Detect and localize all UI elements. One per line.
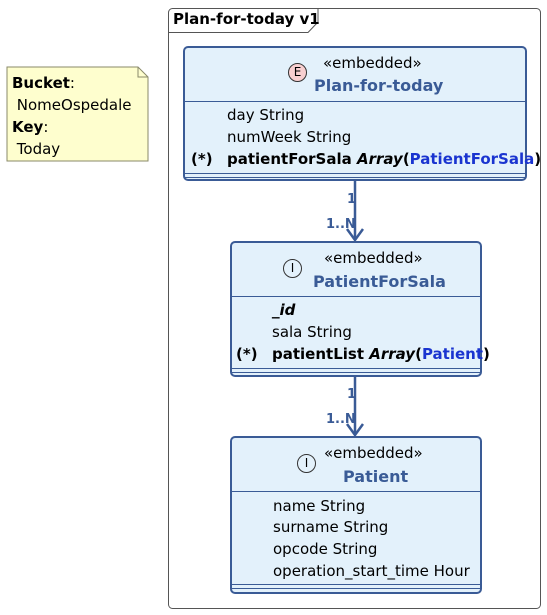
entity-separator [185,173,525,174]
entity-separator [232,296,480,297]
note: Bucket: NomeOspedale Key: Today [6,66,149,162]
entity-separator [185,101,525,102]
entity-separator [232,368,480,369]
entity-separator [232,588,480,589]
entity-stereotype: «embedded» [323,54,422,72]
field-required-marker: (*) [236,345,258,363]
field-row: numWeek String [227,128,352,146]
field-row: _id [272,301,296,319]
field-required-marker: (*) [191,150,213,168]
arrowhead-1 [345,228,365,243]
entity-separator [232,491,480,492]
entity-name: Plan-for-today [314,76,444,95]
entity-badge-i-icon: I [283,259,302,278]
field-row: patientForSala Array(PatientForSala) [227,150,542,168]
note-shape [6,66,149,162]
type-ref-link: PatientForSala [409,150,535,168]
arrowhead-2 [345,423,365,438]
entity-separator [185,177,525,178]
link-1-to-mult: 1..N [326,217,356,232]
link-2-from-mult: 1 [347,387,357,402]
entity-separator [232,372,480,373]
note-key-key: Key [12,118,44,136]
entity-name: PatientForSala [313,272,446,291]
note-key-value: Today [16,140,61,158]
entity-stereotype: «embedded» [324,444,423,462]
entity-patient[interactable]: I «embedded» Patient name String surname… [230,436,482,594]
package-title: Plan-for-today v1 [173,10,320,28]
note-bucket-value: NomeOspedale [16,96,132,114]
field-row: surname String [273,518,389,536]
package-frame: Plan-for-today v1 [168,8,541,609]
entity-separator [232,584,480,585]
entity-stereotype: «embedded» [324,249,423,267]
field-row: operation_start_time Hour [273,562,470,580]
entity-name: Patient [343,467,409,486]
type-ref-link: Patient [421,345,483,363]
entity-badge-i-icon: I [297,454,316,473]
field-row: opcode String [273,540,378,558]
entity-patientforsala[interactable]: I «embedded» PatientForSala _id sala Str… [230,241,490,377]
field-row: name String [273,497,366,515]
package-outline [168,8,541,609]
field-row: sala String [272,323,352,341]
field-row: patientList Array(Patient) [272,345,490,363]
field-row: day String [227,106,305,124]
link-2-to-mult: 1..N [326,412,356,427]
entity-plan-for-today[interactable]: E «embedded» Plan-for-today day String n… [183,46,541,181]
note-text: Bucket: NomeOspedale Key: Today [12,74,132,158]
link-1-from-mult: 1 [347,192,357,207]
note-bucket-key: Bucket [12,74,70,92]
entity-badge-e-icon: E [288,63,307,82]
